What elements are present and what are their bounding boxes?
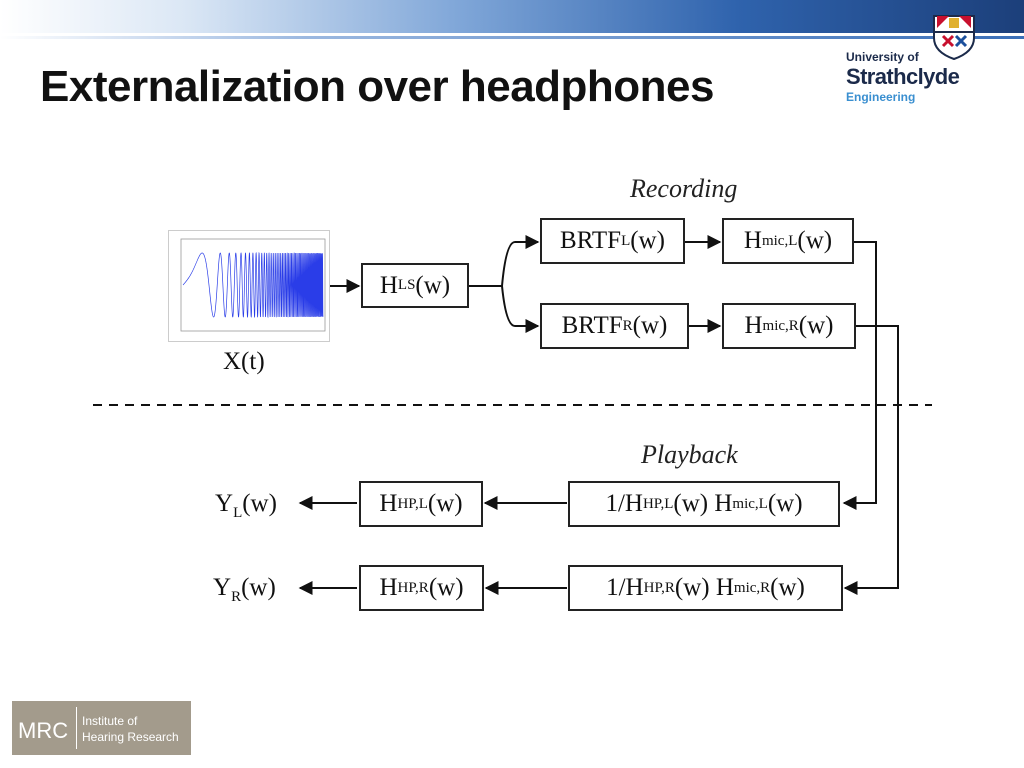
institute-text: Institute of Hearing Research — [82, 713, 179, 745]
logo-engineering: Engineering — [846, 90, 916, 104]
h-ls-sub: LS — [397, 277, 416, 293]
eq-r-tail: (w) — [770, 574, 805, 601]
eq-r-pre: 1/H — [606, 574, 644, 601]
university-logo: University of Strathclyde Engineering — [846, 12, 986, 107]
logo-university-of: University of — [846, 50, 919, 64]
hhp-l-main: H — [379, 490, 398, 517]
header-rule — [0, 36, 1024, 39]
hmic-r-tail: (w) — [798, 312, 834, 339]
wire-right-channel — [843, 325, 899, 595]
chirp-signal-plot — [168, 230, 330, 342]
output-y-l: YL(w) — [215, 490, 277, 522]
mrc-ihr-logo: MRC Institute of Hearing Research — [12, 701, 191, 755]
y-r-sub: R — [231, 589, 242, 605]
mrc-text: MRC — [18, 718, 69, 743]
hhp-l-tail: (w) — [427, 490, 463, 517]
y-r-tail: (w) — [241, 574, 276, 601]
eq-r-mid: (w) H — [674, 574, 734, 601]
recording-label: Recording — [630, 174, 738, 203]
playback-label: Playback — [641, 440, 738, 469]
eq-l-sub2: mic,L — [732, 495, 768, 512]
y-l-main: Y — [215, 490, 234, 517]
chirp-trace — [182, 251, 324, 319]
logo-strathclyde: Strathclyde — [846, 64, 960, 89]
slide-title: Externalization over headphones — [40, 62, 715, 111]
hmic-l-main: H — [743, 227, 762, 254]
header-gradient-bar — [0, 0, 1024, 33]
chirp-waveform — [180, 238, 326, 332]
hmic-r-sub: mic,R — [762, 317, 799, 334]
eq-l-tail: (w) — [767, 490, 803, 517]
y-l-sub: L — [233, 505, 243, 521]
hhp-r-tail: (w) — [428, 574, 464, 601]
brtf-r-main: BRTF — [561, 312, 623, 339]
arrow-to-brtf-r — [501, 285, 540, 333]
arrow-to-brtf-l — [501, 235, 540, 287]
institute-line-2: Hearing Research — [82, 730, 179, 744]
eq-l-mid: (w) H — [673, 490, 733, 517]
h-ls-tail: (w) — [415, 271, 451, 299]
hhp-l-sub: HP,L — [397, 495, 428, 512]
input-label: X(t) — [223, 348, 265, 375]
brtf-r-tail: (w) — [632, 312, 668, 339]
y-r-main: Y — [213, 574, 232, 601]
brtf-r-sub: R — [622, 317, 633, 334]
plot-axes-frame — [180, 238, 326, 332]
crest-icon — [933, 15, 975, 60]
eq-l-pre: 1/H — [605, 490, 643, 517]
eq-r-sub1: HP,R — [643, 579, 675, 596]
hmic-l-tail: (w) — [797, 227, 833, 254]
mrc-divider — [76, 707, 77, 749]
brtf-l-sub: L — [621, 232, 631, 249]
hmic-l-sub: mic,L — [761, 232, 798, 249]
hhp-r-sub: HP,R — [397, 579, 429, 596]
eq-l-sub1: HP,L — [642, 495, 674, 512]
y-l-tail: (w) — [242, 490, 277, 517]
hhp-r-main: H — [379, 574, 398, 601]
wire-left-channel — [842, 241, 877, 510]
hmic-r-main: H — [744, 312, 763, 339]
output-y-r: YR(w) — [213, 574, 276, 606]
institute-line-1: Institute of — [82, 714, 138, 728]
eq-r-sub2: mic,R — [733, 579, 771, 596]
brtf-l-tail: (w) — [630, 227, 665, 254]
brtf-l-main: BRTF — [560, 227, 622, 254]
h-ls-main: H — [379, 271, 398, 299]
